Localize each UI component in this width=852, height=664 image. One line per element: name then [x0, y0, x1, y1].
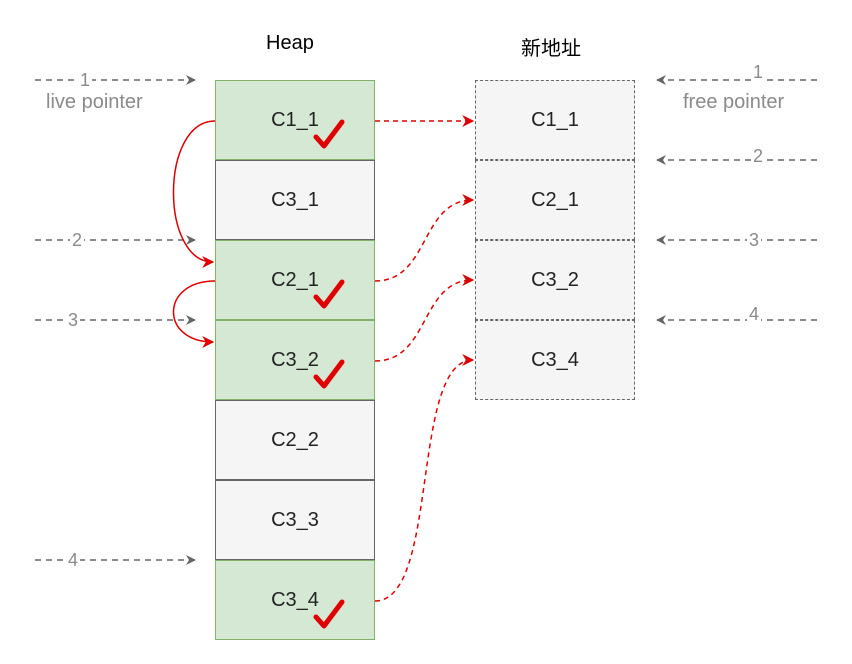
heap-cell-c3-1: C3_1: [215, 160, 375, 240]
live-pointer-step-label: 4: [66, 550, 81, 570]
new-cell-c3-2: C3_2: [475, 240, 635, 320]
free-pointer-step-label: 2: [751, 146, 766, 166]
cell-label: C3_2: [271, 348, 319, 371]
check-icon: [313, 279, 345, 309]
new-cell-c1-1: C1_1: [475, 80, 635, 160]
check-icon: [313, 119, 345, 149]
free-pointer-step-label: 1: [751, 62, 766, 82]
cell-label: C3_1: [271, 188, 319, 211]
new-cell-c2-1: C2_1: [475, 160, 635, 240]
new-address-title: 新地址: [521, 38, 581, 60]
cell-label: C3_3: [271, 508, 319, 531]
live-pointer-caption: live pointer: [46, 91, 143, 113]
heap-cell-c2-1: C2_1: [215, 240, 375, 320]
live-pointer-step-label: 1: [78, 70, 93, 90]
cell-label: C3_2: [531, 268, 579, 291]
free-pointer-step-label: 3: [747, 230, 762, 250]
heap-cell-c3-3: C3_3: [215, 480, 375, 560]
cell-label: C2_1: [271, 268, 319, 291]
free-pointer-caption: free pointer: [683, 91, 785, 113]
move-arrow-c3-4: [374, 354, 475, 602]
free-pointer-step-label: 4: [747, 304, 762, 324]
cell-label: C2_1: [531, 188, 579, 211]
cell-label: C1_1: [271, 108, 319, 131]
cell-label: C3_4: [531, 348, 579, 371]
heap-title: Heap: [266, 32, 314, 54]
cell-label: C1_1: [531, 108, 579, 131]
check-icon: [313, 599, 345, 629]
heap-cell-c3-4: C3_4: [215, 560, 375, 640]
check-icon: [313, 359, 345, 389]
cell-label: C3_4: [271, 588, 319, 611]
heap-cell-c2-2: C2_2: [215, 400, 375, 480]
move-arrow-c2-1: [374, 194, 475, 282]
heap-cell-c3-2: C3_2: [215, 320, 375, 400]
live-pointer-step-label: 2: [70, 230, 85, 250]
new-cell-c3-4: C3_4: [475, 320, 635, 400]
move-arrow-c3-2: [374, 274, 475, 362]
scan-arrow: [172, 280, 216, 348]
live-pointer-step-label: 3: [66, 310, 81, 330]
cell-label: C2_2: [271, 428, 319, 451]
scan-arrow: [172, 120, 216, 268]
heap-cell-c1-1: C1_1: [215, 80, 375, 160]
